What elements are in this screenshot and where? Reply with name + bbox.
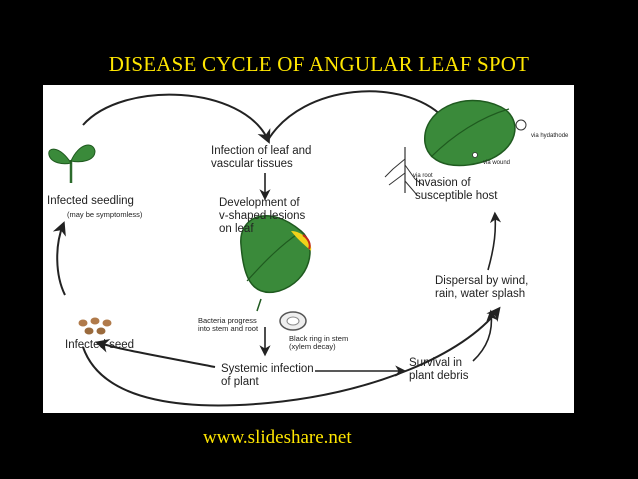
label-via-root: via root: [413, 173, 433, 179]
label-dispersal: Dispersal by wind, rain, water splash: [435, 275, 529, 301]
label-black-ring: Black ring in stem (xylem decay): [289, 334, 349, 352]
host-leaf-icon: [424, 99, 527, 167]
seedling-icon: [48, 144, 96, 183]
arrow-bottom-loop: [82, 306, 501, 407]
root-icon: [384, 147, 424, 196]
slide-title: DISEASE CYCLE OF ANGULAR LEAF SPOT: [108, 52, 530, 76]
disease-cycle-diagram: Infection of leaf and vascular tissues D…: [43, 85, 574, 413]
label-infection: Infection of leaf and vascular tissues: [211, 145, 312, 171]
label-via-wound: via wound: [483, 160, 511, 166]
seeds-icon: [78, 317, 112, 335]
diagram-graphics: [48, 90, 527, 407]
label-systemic: Systemic infection of plant: [221, 363, 314, 389]
arrow-dispersal-to-invasion: [487, 211, 502, 271]
arrow-seed-to-seedling: [52, 221, 66, 296]
label-survival: Survival in plant debris: [409, 357, 469, 383]
arrow-host-to-infection: [267, 90, 444, 141]
diseased-leaf-icon: [240, 215, 312, 312]
label-infected-seed: Infected seed: [65, 339, 135, 351]
arrow-systemic-to-seed: [94, 339, 216, 368]
source-url: www.slideshare.net: [203, 427, 352, 448]
label-development: Development of v-shaped lesions on leaf: [219, 197, 306, 236]
label-may-be-symptomless: (may be symptomless): [67, 210, 143, 219]
arrow-seedling-to-infection: [82, 93, 271, 144]
label-infected-seedling: Infected seedling: [47, 195, 134, 207]
label-invasion: Invasion of susceptible host: [415, 177, 498, 203]
label-via-hydathode: via hydathode: [531, 133, 569, 139]
label-bacteria-progress: Bacteria progress into stem and root: [198, 316, 259, 334]
stem-ring-icon: [279, 311, 307, 331]
